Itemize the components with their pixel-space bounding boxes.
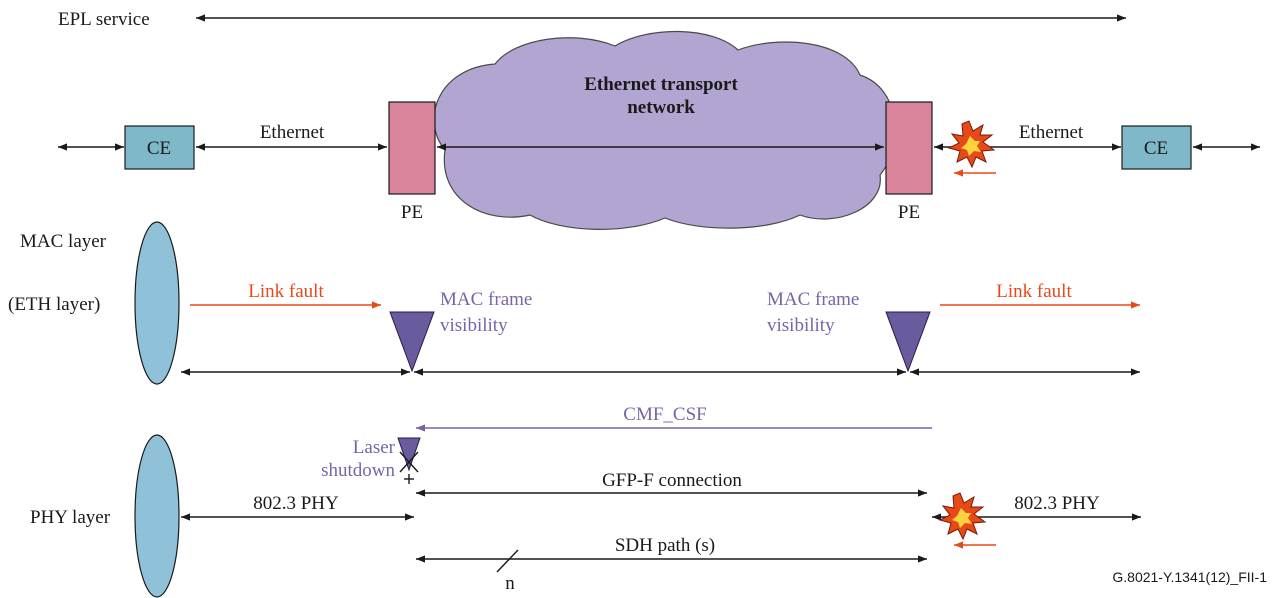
phy-left-label: 802.3 PHY <box>253 493 339 514</box>
link-fault-right-label: Link fault <box>996 281 1072 302</box>
ethernet-right-label: Ethernet <box>1019 122 1084 143</box>
ethernet-transport-cloud <box>433 30 896 230</box>
pe-left-label: PE <box>401 202 423 223</box>
epl-service-label: EPL service <box>58 9 150 30</box>
mac-frame-right-line2: visibility <box>767 315 835 336</box>
sdh-path-label: SDH path (s) <box>615 535 715 556</box>
mac-frame-left-line1: MAC frame <box>440 289 532 310</box>
cmf-csf-label: CMF_CSF <box>623 404 706 425</box>
mac-frame-right-line1: MAC frame <box>767 289 859 310</box>
sdh-n-label: n <box>505 573 515 594</box>
fault-burst-core-top <box>961 136 981 156</box>
laser-label-line2: shutdown <box>321 460 395 481</box>
mac-frame-visibility-right-triangle <box>885 311 931 373</box>
pe-right-label: PE <box>898 202 920 223</box>
phy-layer-ellipse <box>134 434 180 598</box>
pe-right-box <box>885 101 933 195</box>
ce-left-label: CE <box>147 138 171 159</box>
link-fault-left-label: Link fault <box>248 281 324 302</box>
sdh-multiplicity-slash <box>496 549 519 573</box>
cloud-title-line1: Ethernet transport <box>584 74 738 95</box>
ce-right-label: CE <box>1144 138 1168 159</box>
mac-layer-ellipse <box>134 221 180 385</box>
ce-left-box <box>124 125 195 170</box>
pe-left-box <box>388 101 436 195</box>
ethernet-left-label: Ethernet <box>260 122 325 143</box>
phy-right-label: 802.3 PHY <box>1014 493 1100 514</box>
mac-frame-visibility-left-triangle <box>389 311 435 373</box>
fault-burst-core-bottom <box>952 508 972 528</box>
mac-frame-left-line2: visibility <box>440 315 508 336</box>
cloud-title-line2: network <box>627 97 695 118</box>
ce-right-box <box>1121 125 1192 170</box>
mac-layer-label: MAC layer <box>20 231 107 252</box>
laser-cross-line-b <box>399 451 419 473</box>
laser-label-line1: Laser <box>353 437 396 458</box>
phy-layer-label: PHY layer <box>30 507 111 528</box>
gfp-connection-label: GFP-F connection <box>602 470 742 491</box>
laser-shutdown-triangle <box>397 437 421 472</box>
figure-id-label: G.8021-Y.1341(12)_FII-1 <box>1112 569 1267 585</box>
eth-layer-label: (ETH layer) <box>8 294 100 315</box>
